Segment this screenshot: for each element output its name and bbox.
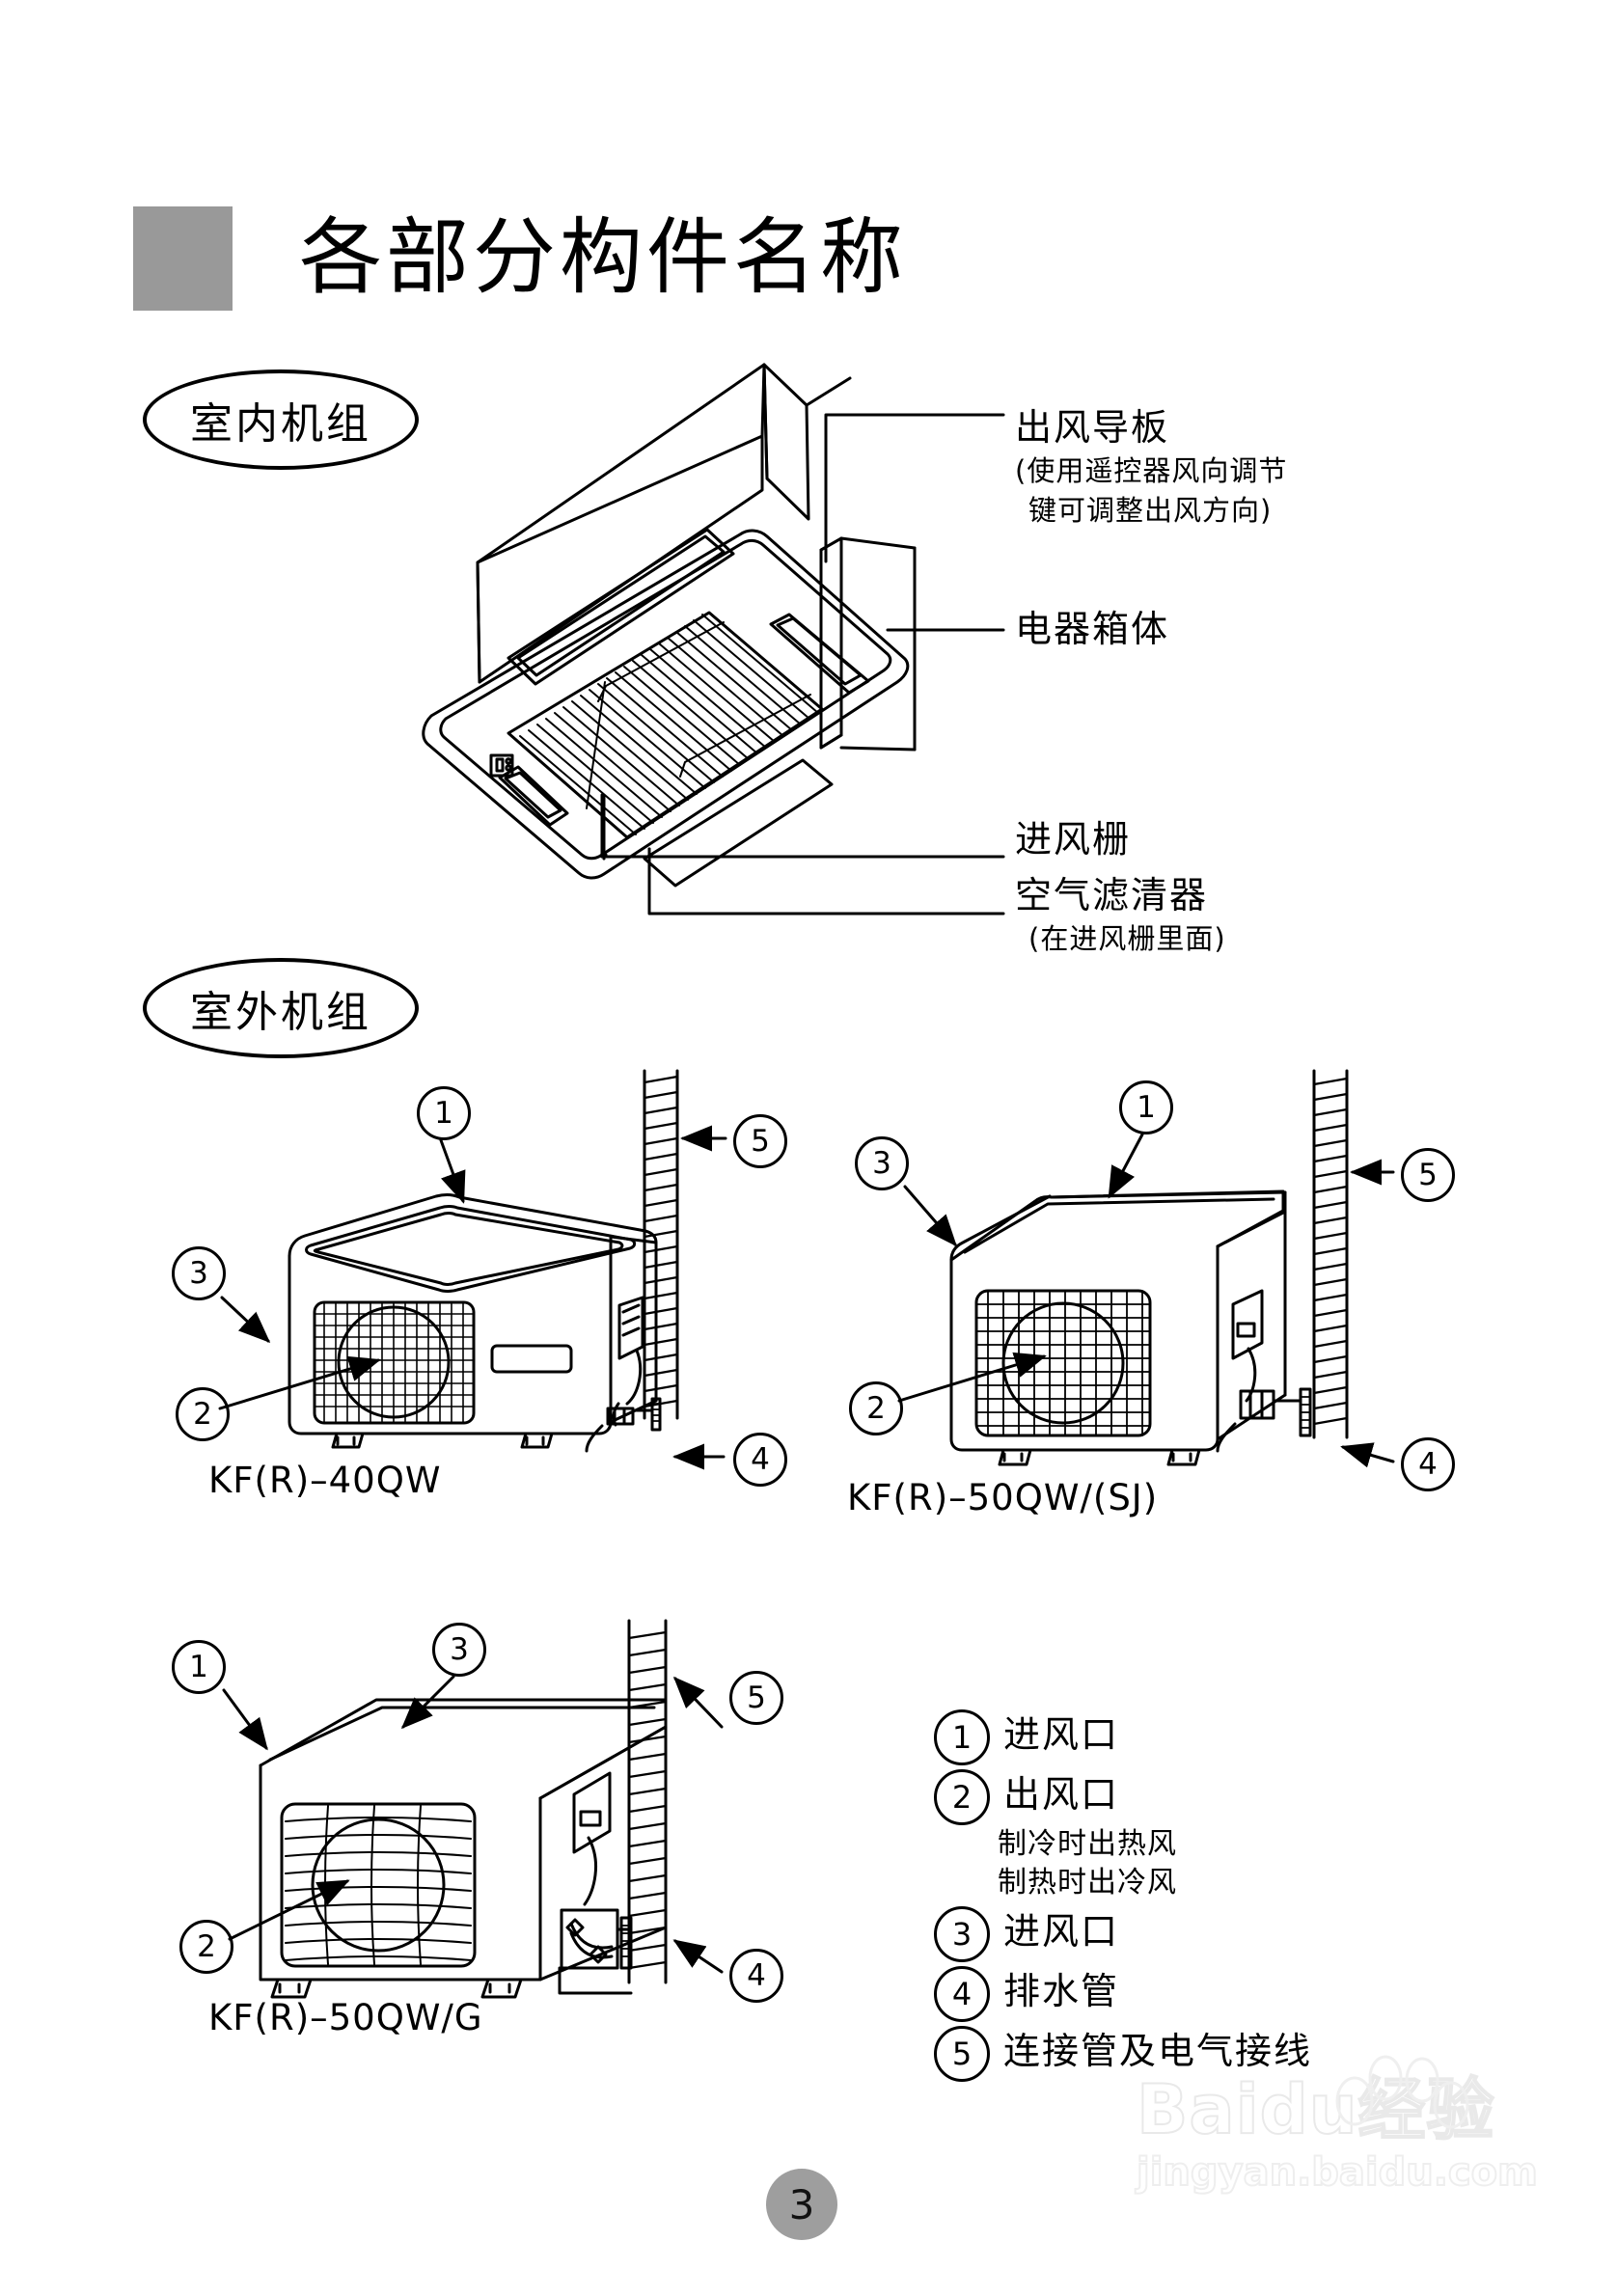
title-accent-swatch bbox=[133, 206, 233, 311]
baidu-watermark-sub: jingyan.baidu.com bbox=[1136, 2149, 1539, 2196]
callout-air-filter-note-1: (在进风栅里面) bbox=[1028, 922, 1226, 955]
legend-number-3: 3 bbox=[934, 1906, 990, 1962]
callout-electrical-box: 电器箱体 bbox=[1015, 605, 1169, 653]
model-caption-unit-50qw-g: KF(R)–50QW/G bbox=[208, 1997, 483, 2038]
legend-label-4: 排水管 bbox=[1003, 1970, 1120, 2012]
callout-air-filter: 空气滤清器 (在进风栅里面) bbox=[1015, 871, 1226, 959]
balloon-5-unit-50qw-g: 5 bbox=[729, 1671, 783, 1725]
legend-item-5: 5 连接管及电气接线 bbox=[934, 2026, 1397, 2082]
legend-label-3: 进风口 bbox=[1003, 1910, 1120, 1953]
legend-number-1: 1 bbox=[934, 1709, 990, 1765]
indoor-unit-illustration bbox=[422, 363, 1005, 916]
balloon-3-unit-50qw-sj: 3 bbox=[855, 1136, 909, 1190]
section-label-indoor-unit-text: 室内机组 bbox=[190, 399, 371, 449]
balloon-1-unit-50qw-sj: 1 bbox=[1119, 1080, 1173, 1134]
callout-air-filter-label: 空气滤清器 bbox=[1015, 874, 1209, 916]
legend-item-4: 4 排水管 bbox=[934, 1966, 1397, 2022]
outdoor-unit-40qw-illustration bbox=[218, 1069, 727, 1470]
page-header: 各部分构件名称 bbox=[133, 206, 905, 313]
outdoor-unit-50qw-g-illustration bbox=[222, 1619, 724, 1999]
callout-air-intake-grille-label: 进风栅 bbox=[1015, 818, 1132, 861]
callout-air-outlet-louver-label: 出风导板 bbox=[1015, 406, 1170, 449]
legend-label-5: 连接管及电气接线 bbox=[1003, 2030, 1313, 2072]
model-caption-unit-40qw: KF(R)–40QW bbox=[208, 1460, 442, 1501]
callout-air-outlet-louver-note-1: (使用遥控器风向调节 bbox=[1015, 454, 1288, 487]
balloon-2-unit-40qw: 2 bbox=[176, 1387, 230, 1441]
balloon-2-unit-50qw-sj: 2 bbox=[849, 1381, 903, 1435]
balloon-5-unit-50qw-sj: 5 bbox=[1401, 1148, 1455, 1202]
balloon-1-unit-40qw: 1 bbox=[417, 1086, 471, 1140]
legend-number-4: 4 bbox=[934, 1966, 990, 2022]
legend-note-2-2: 制热时出冷风 bbox=[998, 1866, 1177, 1900]
callout-air-intake-grille: 进风栅 bbox=[1015, 815, 1131, 863]
legend-notes-2: 制冷时出热风 制热时出冷风 bbox=[998, 1825, 1397, 1902]
balloon-3-unit-40qw: 3 bbox=[172, 1246, 226, 1300]
model-caption-unit-50qw-sj: KF(R)–50QW/(SJ) bbox=[847, 1477, 1159, 1518]
section-label-outdoor-unit: 室外机组 bbox=[143, 958, 419, 1058]
callout-air-outlet-louver-note-2: 键可调整出风方向) bbox=[1028, 494, 1273, 527]
page-number-badge: 3 bbox=[766, 2169, 837, 2240]
balloon-1-unit-50qw-g: 1 bbox=[172, 1640, 226, 1694]
baidu-paw-icon bbox=[1335, 2055, 1469, 2129]
legend: 1 进风口 2 出风口 制冷时出热风 制热时出冷风 3 进风口 4 排水管 5 … bbox=[934, 1709, 1397, 2086]
baidu-watermark: Baidu经验 jingyan.baidu.com bbox=[1136, 2055, 1551, 2246]
balloon-3-unit-50qw-g: 3 bbox=[432, 1623, 486, 1677]
balloon-5-unit-40qw: 5 bbox=[733, 1114, 787, 1168]
callout-electrical-box-label: 电器箱体 bbox=[1015, 608, 1170, 650]
balloon-4-unit-50qw-g: 4 bbox=[729, 1949, 783, 2003]
legend-number-2: 2 bbox=[934, 1769, 990, 1825]
legend-number-5: 5 bbox=[934, 2026, 990, 2082]
legend-item-1: 1 进风口 bbox=[934, 1709, 1397, 1765]
balloon-4-unit-50qw-sj: 4 bbox=[1401, 1437, 1455, 1491]
section-label-outdoor-unit-text: 室外机组 bbox=[190, 988, 371, 1037]
legend-label-1: 进风口 bbox=[1003, 1713, 1120, 1756]
legend-item-3: 3 进风口 bbox=[934, 1906, 1397, 1962]
legend-label-2: 出风口 bbox=[1003, 1773, 1120, 1816]
legend-item-2: 2 出风口 bbox=[934, 1769, 1397, 1825]
section-label-indoor-unit: 室内机组 bbox=[143, 369, 419, 470]
balloon-2-unit-50qw-g: 2 bbox=[179, 1920, 233, 1974]
page-title: 各部分构件名称 bbox=[299, 209, 907, 306]
callout-air-outlet-louver: 出风导板 (使用遥控器风向调节 键可调整出风方向) bbox=[1015, 403, 1287, 531]
balloon-4-unit-40qw: 4 bbox=[733, 1433, 787, 1487]
legend-note-2-1: 制冷时出热风 bbox=[998, 1827, 1177, 1861]
